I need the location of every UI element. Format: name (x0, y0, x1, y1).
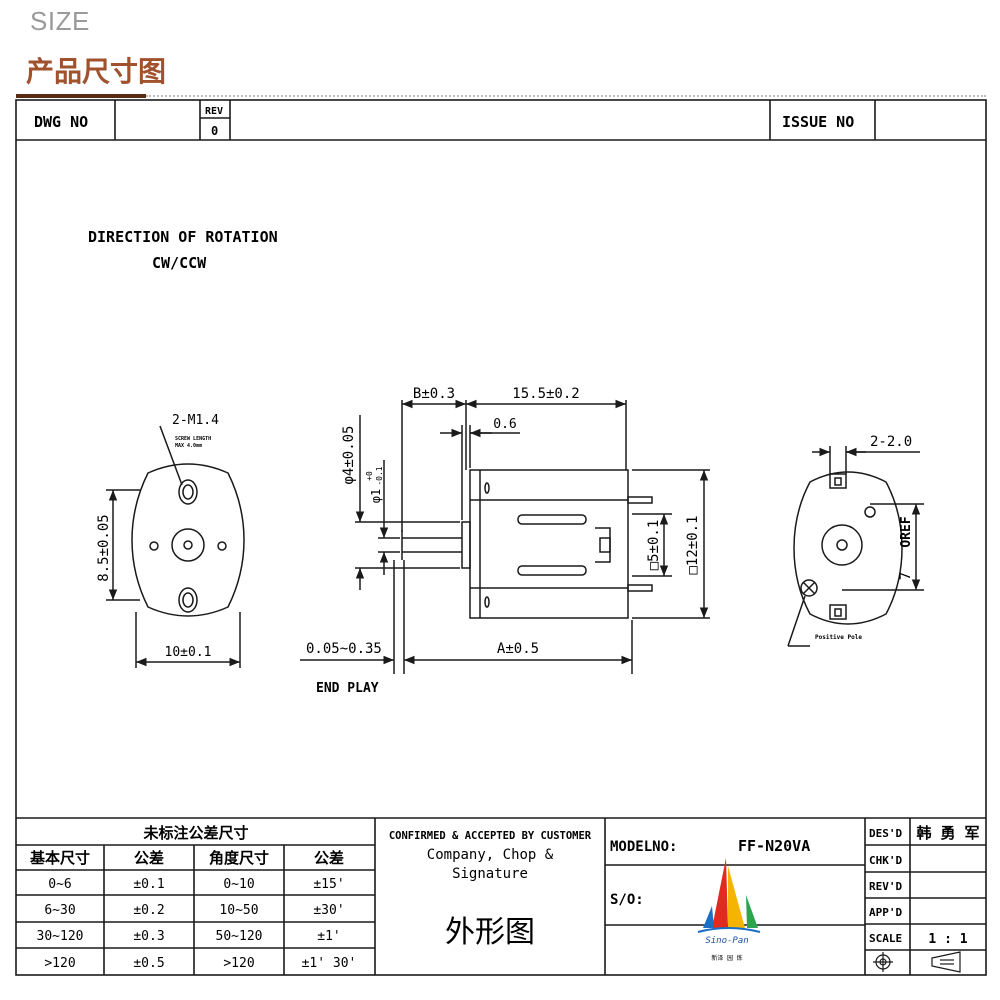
rotation-title: DIRECTION OF ROTATION (88, 228, 278, 246)
confirmation-line2: Signature (452, 866, 528, 882)
table-cell: 30~120 (37, 929, 84, 944)
drawing-frame (15, 99, 987, 976)
tol-header-basic-size: 基本尺寸 (29, 849, 90, 867)
table-cell: 0~10 (223, 877, 254, 892)
table-cell: 0~6 (48, 877, 71, 892)
front-width-dim: 10±0.1 (165, 645, 212, 660)
tol-header-angle-size: 角度尺寸 (209, 849, 269, 867)
tolerance-table-title: 未标注公差尺寸 (142, 824, 248, 842)
tol-header-angle-tolerance: 公差 (314, 849, 344, 867)
length-dim: 15.5±0.2 (512, 386, 579, 402)
projection-symbol-icon (873, 951, 961, 973)
logo-cn: 新泽 园 炼 (711, 954, 742, 962)
dwg-no-label: DWG NO (34, 113, 88, 131)
page-title: 产品尺寸图 (26, 55, 167, 88)
model-label: MODELNO: (610, 839, 677, 855)
front-view (106, 425, 245, 668)
logo-text: Sino-Pan (705, 936, 748, 946)
shaft-tol-lower: -0.1 (375, 466, 384, 485)
app-label: APP'D (869, 906, 902, 919)
square5-dim: □5±0.1 (646, 520, 662, 571)
rear-view (787, 446, 924, 647)
table-cell: ±1' (317, 929, 340, 944)
table-cell: >120 (223, 956, 254, 971)
size-label: SIZE (30, 6, 90, 36)
angle-ref: OREF (899, 516, 914, 547)
table-cell: 10~50 (219, 903, 258, 918)
b-dim: B±0.3 (413, 386, 455, 402)
des-label: DES'D (869, 827, 902, 840)
front-height-dim: 8.5±0.05 (96, 514, 112, 581)
rev-label: REV (205, 106, 223, 117)
shaft-tol-upper: +0 (365, 471, 374, 481)
chk-label: CHK'D (869, 854, 902, 867)
shaft-dim: φ1 (369, 489, 383, 503)
rotation-value: CW/CCW (152, 254, 207, 272)
confirmation-line1: Company, Chop & (427, 847, 554, 863)
positive-pole-label: Positive Pole (815, 634, 862, 641)
tolerance-table-headers: 基本尺寸 公差 角度尺寸 公差 (29, 849, 344, 867)
rev-value: 0 (211, 124, 218, 138)
rev-d-label: REV'D (869, 880, 902, 893)
screw-label: 2-M1.4 (172, 413, 219, 428)
table-cell: 6~30 (44, 903, 75, 918)
table-cell: ±1' 30' (302, 956, 357, 971)
des-value: 韩 勇 军 (916, 824, 979, 842)
terminal-dim: 2-2.0 (870, 434, 912, 450)
title-underline (16, 94, 146, 98)
a-dim: A±0.5 (497, 641, 539, 657)
angle-dim: 7 (898, 572, 914, 580)
confirmation-title: CONFIRMED & ACCEPTED BY CUSTOMER (389, 830, 592, 842)
model-value: FF-N20VA (738, 837, 810, 855)
sino-pan-logo-icon (697, 858, 761, 933)
table-cell: ±0.3 (133, 929, 164, 944)
end-play-dim: 0.05~0.35 (306, 641, 382, 657)
drawing-name: 外形图 (445, 915, 535, 950)
so-label: S/O: (610, 892, 644, 908)
side-view (300, 399, 710, 674)
end-play-label: END PLAY (316, 681, 379, 696)
tol-header-tolerance: 公差 (134, 849, 164, 867)
table-cell: ±15' (313, 877, 344, 892)
issue-no-label: ISSUE NO (782, 113, 854, 131)
scale-label: SCALE (869, 932, 902, 945)
square12-dim: □12±0.1 (685, 515, 701, 574)
scale-value: 1 : 1 (928, 932, 967, 947)
table-cell: >120 (44, 956, 75, 971)
boss-dim: φ4±0.05 (341, 425, 357, 484)
table-cell: ±0.5 (133, 956, 164, 971)
table-cell: ±0.1 (133, 877, 164, 892)
tolerance-table-body: 0~6 ±0.1 0~10 ±15' 6~30 ±0.2 10~50 ±30' … (37, 877, 357, 971)
table-cell: ±0.2 (133, 903, 164, 918)
screw-note-1: SCREW LENGTH (175, 436, 211, 442)
title-dotted-rule (146, 95, 986, 97)
table-cell: ±30' (313, 903, 344, 918)
small-dim: 0.6 (493, 417, 516, 432)
screw-note-2: MAX 4.0mm (175, 443, 202, 449)
table-cell: 50~120 (216, 929, 263, 944)
